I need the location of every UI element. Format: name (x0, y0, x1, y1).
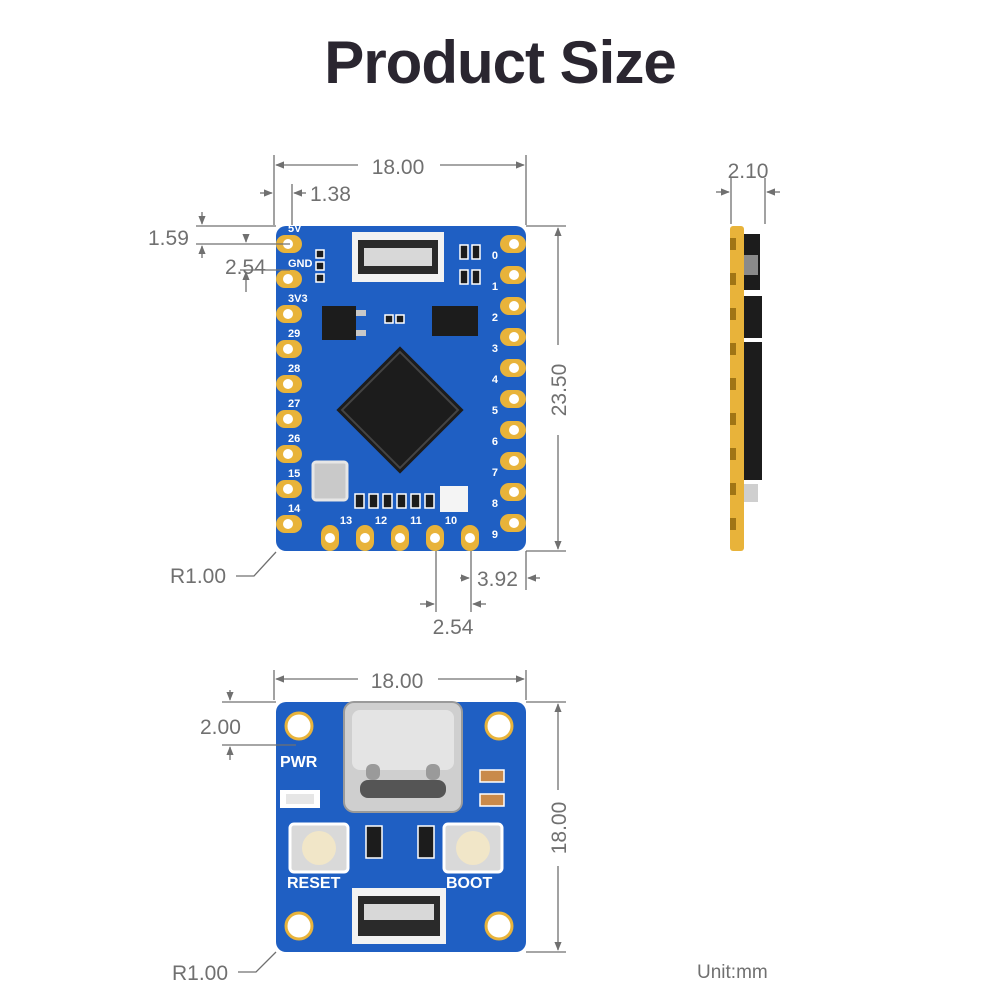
regulator-chip (322, 306, 366, 340)
adapter-board: PWR RESET BOOT (276, 701, 526, 952)
boot-button-component (442, 822, 504, 874)
side-dimension-lines (716, 178, 780, 224)
right-pin-label: 8 (492, 498, 498, 510)
side-thickness-label: 2.10 (728, 160, 769, 183)
rgb-led (440, 486, 468, 512)
left-pin-label: GND (288, 258, 313, 270)
reset-button-component (288, 822, 350, 874)
bottom-pin-label: 11 (410, 515, 422, 527)
right-pin-label: 1 (492, 281, 498, 293)
front-height-label: 23.50 (548, 364, 571, 417)
flash-chip (432, 306, 478, 336)
front-radius-label: R1.00 (170, 565, 226, 588)
unit-label: Unit:mm (697, 962, 768, 983)
left-pin-label: 28 (288, 363, 300, 375)
side-pad-notch (730, 448, 736, 460)
left-pin-label: 27 (288, 398, 300, 410)
side-pad-notch (730, 238, 736, 250)
right-pin-label: 5 (492, 405, 498, 417)
left-pitch-label: 2.54 (225, 256, 266, 279)
right-pin-label: 7 (492, 467, 498, 479)
top-offset-label: 1.59 (148, 227, 189, 250)
front-width-label: 18.00 (372, 156, 425, 179)
right-pin-label: 9 (492, 529, 498, 541)
right-pin-labels: 0 1 2 3 4 5 6 7 8 9 (492, 250, 499, 541)
side-pad-notch (730, 378, 736, 390)
right-pin-label: 4 (492, 374, 499, 386)
bottom-pin-labels: 13 12 11 10 (340, 515, 457, 527)
left-pin-label: 29 (288, 328, 300, 340)
bottom-pin-label: 10 (445, 515, 457, 527)
adapter-fpc-connector (352, 888, 446, 944)
left-pin-labels: 5V GND 3V3 29 28 27 26 15 14 (288, 223, 313, 515)
side-board (730, 226, 762, 551)
side-pad-notch (730, 308, 736, 320)
side-pad-notch (730, 483, 736, 495)
right-pin-label: 3 (492, 343, 498, 355)
edge-offset-label: 1.38 (310, 183, 351, 206)
side-pad-notch (730, 343, 736, 355)
pwr-label: PWR (280, 754, 318, 771)
left-pin-label: 26 (288, 433, 300, 445)
bottom-offset-label: 3.92 (477, 568, 518, 591)
usb-c-connector (343, 701, 463, 813)
side-pad-notch (730, 518, 736, 530)
passive-components (315, 244, 481, 509)
adapter-width-label: 18.00 (371, 670, 424, 693)
crystal (311, 460, 349, 502)
right-pin-label: 0 (492, 250, 498, 262)
left-pin-label: 15 (288, 468, 300, 480)
bottom-pitch-label: 2.54 (433, 616, 474, 639)
left-pin-label: 5V (288, 223, 302, 235)
right-pads (500, 235, 526, 532)
bottom-pin-label: 12 (375, 515, 387, 527)
side-pad-notch (730, 413, 736, 425)
left-pads (276, 235, 302, 533)
boot-label: BOOT (446, 875, 492, 892)
right-pin-label: 6 (492, 436, 498, 448)
adapter-radius-label: R1.00 (172, 962, 228, 985)
adapter-height-label: 18.00 (548, 802, 571, 855)
bottom-pin-label: 13 (340, 515, 352, 527)
mcu-chip (336, 346, 464, 474)
left-pin-label: 3V3 (288, 293, 308, 305)
adapter-dimension-lines (222, 670, 566, 973)
bottom-pads (321, 525, 479, 551)
reset-label: RESET (287, 875, 341, 892)
side-pad-notch (730, 273, 736, 285)
left-pin-label: 14 (288, 503, 301, 515)
fpc-connector (352, 232, 444, 282)
front-dimension-lines (196, 155, 566, 612)
right-pin-label: 2 (492, 312, 498, 324)
page-title: Product Size (324, 29, 676, 96)
pwr-led (286, 794, 314, 804)
adapter-top-offset-label: 2.00 (200, 716, 241, 739)
